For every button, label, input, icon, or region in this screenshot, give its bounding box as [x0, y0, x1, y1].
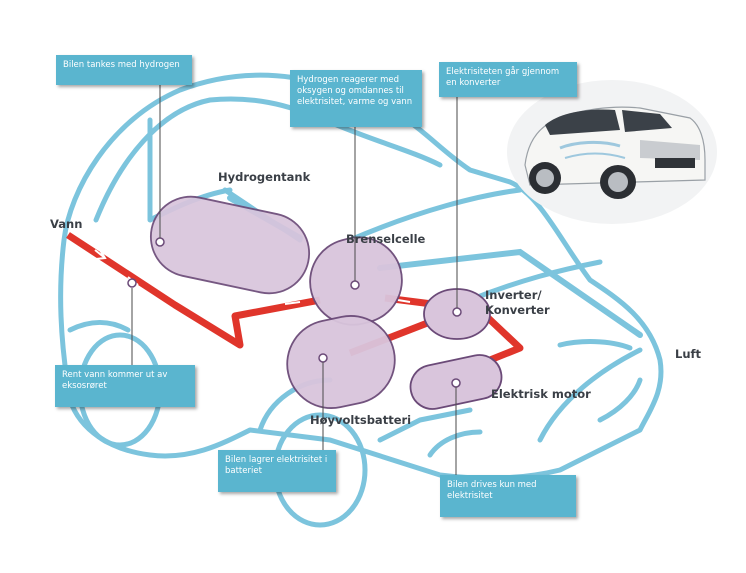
label-water: Vann: [50, 217, 83, 231]
label-inverter: Inverter/ Konverter: [485, 289, 550, 317]
callout-drive: Bilen drives kun med elektrisitet: [440, 475, 576, 517]
motor-dot: [451, 378, 461, 388]
label-inverter-line1: Inverter/: [485, 288, 542, 302]
leader-lines: [131, 85, 458, 475]
label-air: Luft: [675, 347, 702, 361]
label-fuel-cell: Brenselcelle: [346, 232, 426, 246]
label-battery: Høyvoltsbatteri: [310, 413, 412, 427]
callout-fuel: Bilen tankes med hydrogen: [56, 55, 192, 85]
label-motor: Elektrisk motor: [491, 387, 591, 401]
battery-dot: [318, 353, 328, 363]
inverter-dot: [452, 307, 462, 317]
callout-reaction: Hydrogen reagerer med oksygen og omdanne…: [290, 70, 422, 127]
battery-shape: [286, 315, 396, 409]
car-photo-inset: [507, 80, 717, 224]
callout-converter: Elektrisiteten går gjennom en konverter: [439, 62, 577, 97]
callout-battery: Bilen lagrer elektrisitet i batteriet: [218, 450, 336, 492]
tank-dot: [155, 237, 165, 247]
label-hydrogen-tank: Hydrogentank: [218, 170, 311, 184]
callout-exhaust: Rent vann kommer ut av eksosrøret: [55, 365, 195, 407]
fuel-cell-dot: [350, 280, 360, 290]
exhaust-dot: [127, 278, 137, 288]
hydrogen-tank-shape: [149, 195, 311, 295]
label-inverter-line2: Konverter: [485, 303, 550, 317]
